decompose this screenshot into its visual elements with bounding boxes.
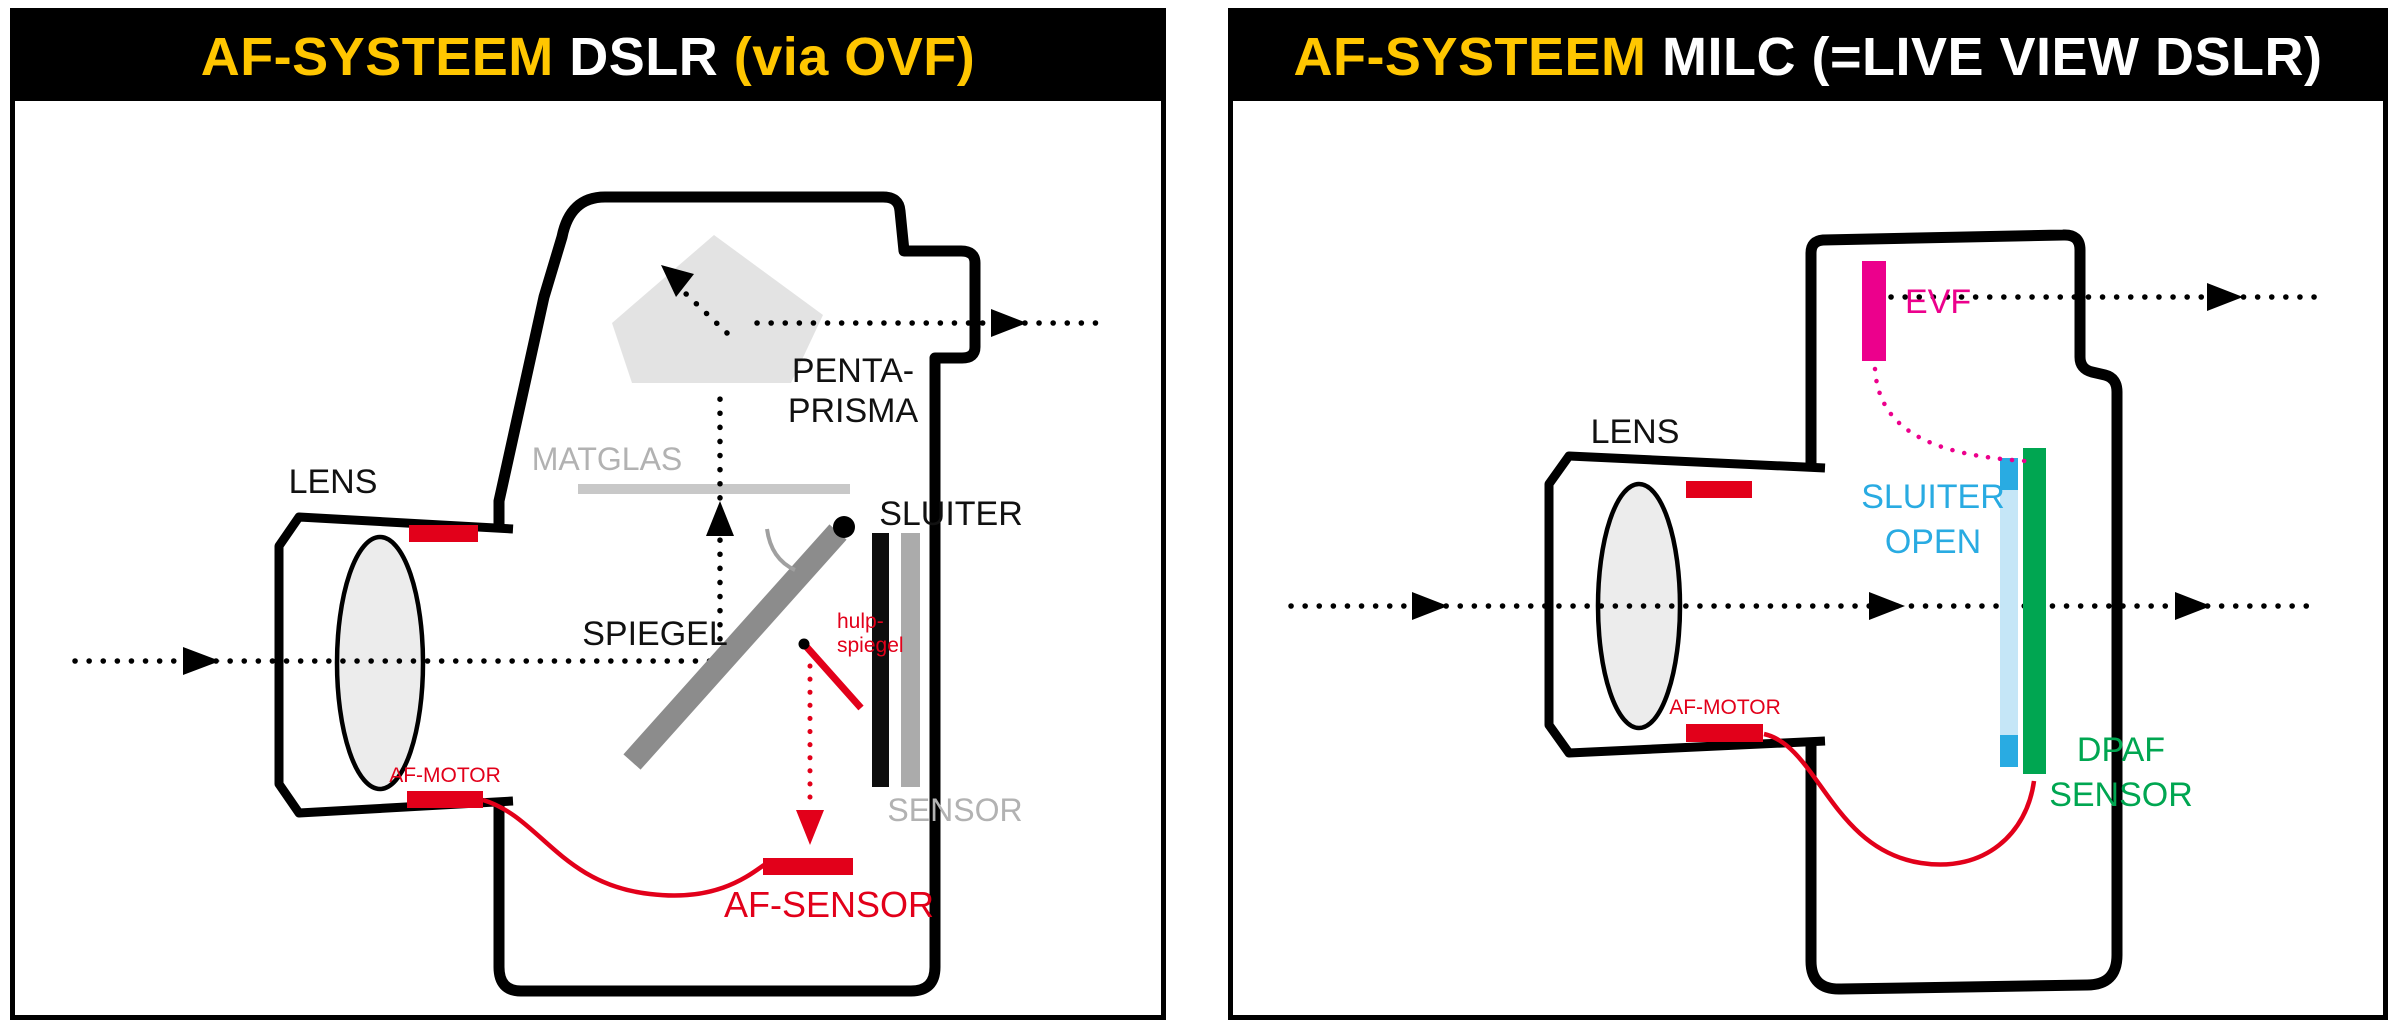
milc-diagram: LENS EVF SLUITER OPEN AF-MOTOR DPAF SENS…: [1288, 229, 2322, 995]
dpaf-sensor-bar: [2023, 448, 2046, 774]
title-part-af-systeem: AF-SYSTEEM: [200, 27, 570, 87]
light-mid-arrow-icon: [1869, 592, 1905, 620]
lens-label: LENS: [1591, 413, 1680, 451]
title-part-milc: MILC (=LIVE VIEW DSLR): [1662, 27, 2323, 87]
dslr-panel-title: AF-SYSTEEM DSLR (via OVF): [15, 13, 1161, 101]
hulpspiegel-label-line2: spiegel: [837, 634, 904, 657]
pentaprisma-label-line1: PENTA-: [792, 352, 914, 390]
af-motor-block: [1686, 724, 1763, 742]
dpaf-sensor-label-line1: DPAF: [2077, 731, 2165, 769]
milc-panel-title: AF-SYSTEEM MILC (=LIVE VIEW DSLR): [1233, 13, 2383, 101]
light-out-arrow-icon: [2175, 592, 2211, 620]
pentaprism-shape: [612, 235, 823, 383]
hulpspiegel-label-line1: hulp-: [837, 610, 884, 633]
auxiliary-mirror-pivot-dot: [798, 638, 810, 650]
mirror-pivot-dot: [833, 516, 855, 538]
spiegel-label: SPIEGEL: [582, 615, 728, 653]
dpaf-sensor-label-line2: SENSOR: [2049, 776, 2193, 814]
sensor-to-evf-dotted-curve: [1872, 366, 2028, 464]
evf-block: [1862, 261, 1886, 361]
pentaprisma-label-line2: PRISMA: [788, 392, 919, 430]
lens-af-coupling-block: [409, 525, 478, 542]
matglas-bar: [578, 484, 850, 494]
matglas-label: MATGLAS: [532, 441, 683, 477]
af-cable: [1763, 731, 2037, 867]
milc-panel: AF-SYSTEEM MILC (=LIVE VIEW DSLR) LENS E: [1228, 8, 2388, 1020]
lens-barrel-outline: [1544, 451, 1826, 758]
dslr-panel: AF-SYSTEEM DSLR (via OVF): [10, 8, 1166, 1020]
af-sensor-label: AF-SENSOR: [724, 884, 934, 925]
title-part-via-ovf: (via OVF): [733, 27, 976, 87]
sensor-label: SENSOR: [887, 792, 1022, 828]
evf-label: EVF: [1905, 283, 1971, 321]
af-motor-label: AF-MOTOR: [1669, 696, 1781, 719]
title-part-af-systeem: AF-SYSTEEM: [1293, 27, 1662, 87]
light-in-arrow-icon: [183, 647, 220, 675]
camera-body-outline: [1805, 229, 2123, 995]
lens-element: [334, 534, 426, 792]
light-in-arrow-icon: [1412, 592, 1448, 620]
title-part-dslr: DSLR: [569, 27, 734, 87]
lens-label: LENS: [289, 463, 378, 501]
af-motor-block: [407, 791, 483, 808]
eyepiece-out-arrow-icon: [991, 309, 1027, 337]
main-mirror: [623, 524, 847, 770]
lens-barrel-outline: [274, 512, 514, 818]
af-sensor-block: [763, 858, 853, 875]
auxiliary-mirror: [801, 641, 864, 711]
sensor-bar: [901, 533, 920, 787]
af-cable: [482, 797, 766, 898]
light-up-arrow-icon: [706, 501, 734, 536]
lens-af-coupling-block: [1686, 481, 1752, 498]
shutter-top-curtain: [2000, 458, 2018, 490]
af-light-down-arrow-icon: [796, 810, 824, 845]
shutter-open-bar: [2000, 458, 2018, 767]
sluiter-label: SLUITER: [879, 495, 1023, 533]
sluiter-open-label-line2: OPEN: [1885, 523, 1981, 561]
af-motor-label: AF-MOTOR: [389, 764, 501, 787]
evf-out-arrow-icon: [2207, 283, 2243, 311]
lens-element: [1595, 481, 1683, 731]
mirror-rotation-arc: [765, 528, 796, 572]
prism-arrow-icon: [661, 265, 694, 297]
shutter-bottom-curtain: [2000, 735, 2018, 767]
dslr-diagram: LENS PENTA- PRISMA MATGLAS SLUITER SPIEG…: [72, 191, 1104, 997]
shutter-bar: [872, 533, 889, 787]
sluiter-open-label-line1: SLUITER: [1861, 478, 2005, 516]
prism-diagonal-dotted-line: [680, 288, 730, 336]
camera-body-outline: [493, 191, 981, 997]
